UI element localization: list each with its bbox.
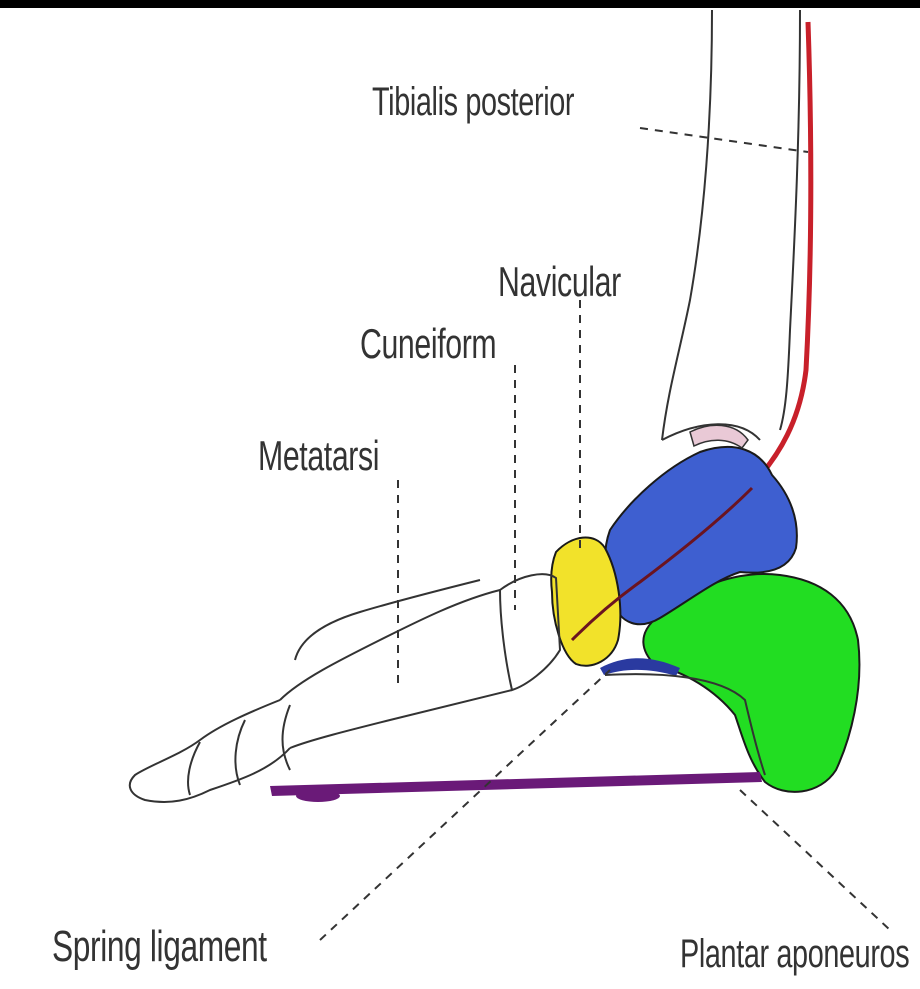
spring-ligament-leader-line: [320, 670, 610, 940]
plantar-aponeurosis-attachment: [296, 790, 340, 802]
plantar-aponeurosis-band: [270, 772, 762, 796]
tibialis-leader-line: [640, 128, 808, 152]
label-navicular: Navicular: [498, 258, 621, 306]
label-cuneiform: Cuneiform: [360, 320, 496, 368]
label-spring-ligament: Spring ligament: [52, 922, 267, 972]
metatarsal-upper-outline: [280, 590, 500, 700]
plantar-leader-line: [740, 790, 890, 930]
tibia-posterior-outline: [780, 10, 800, 430]
phalanx-joint-3: [283, 705, 291, 770]
phalanx-joint-1: [188, 742, 200, 795]
label-tibialis-posterior: Tibialis posterior: [372, 80, 574, 125]
phalanges-outline: [130, 700, 290, 802]
label-plantar-aponeurosis: Plantar aponeuros: [680, 932, 909, 977]
talus-dome: [690, 425, 748, 448]
tibia-anterior-outline: [662, 10, 712, 440]
second-metatarsal-outline: [295, 580, 480, 660]
navicular-bone: [551, 537, 620, 665]
phalanx-joint-2: [235, 720, 245, 785]
top-border: [0, 0, 920, 8]
metatarsal-lower-outline: [290, 690, 512, 748]
label-metatarsi: Metatarsi: [258, 432, 379, 480]
